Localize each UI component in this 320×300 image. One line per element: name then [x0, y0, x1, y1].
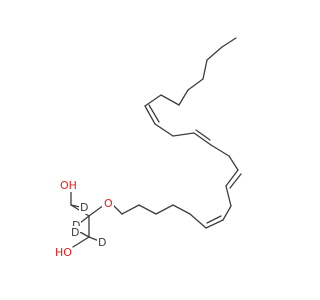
- deuterium-1: D: [79, 201, 89, 214]
- deuterium-2-label: D: [72, 219, 80, 232]
- molecule-structure: OH HO O D D D D: [54, 37, 242, 259]
- deuterium-4: D: [97, 236, 107, 249]
- hydroxyl-top: OH: [59, 178, 77, 192]
- ether-oxygen: O: [102, 196, 114, 210]
- deuterium-4-label: D: [98, 236, 106, 249]
- atom-labels: OH HO O D D D D: [54, 178, 114, 259]
- hydroxyl-bottom: HO: [54, 245, 72, 259]
- bond-skeleton: [70, 37, 242, 248]
- deuterium-3: D: [70, 226, 80, 239]
- hydroxyl-top-label: OH: [60, 179, 77, 192]
- ether-oxygen-label: O: [104, 197, 113, 210]
- deuterium-3-label: D: [71, 226, 79, 239]
- deuterium-1-label: D: [80, 201, 88, 214]
- deuterium-2: D: [71, 219, 81, 232]
- hydroxyl-bottom-label: HO: [55, 246, 72, 259]
